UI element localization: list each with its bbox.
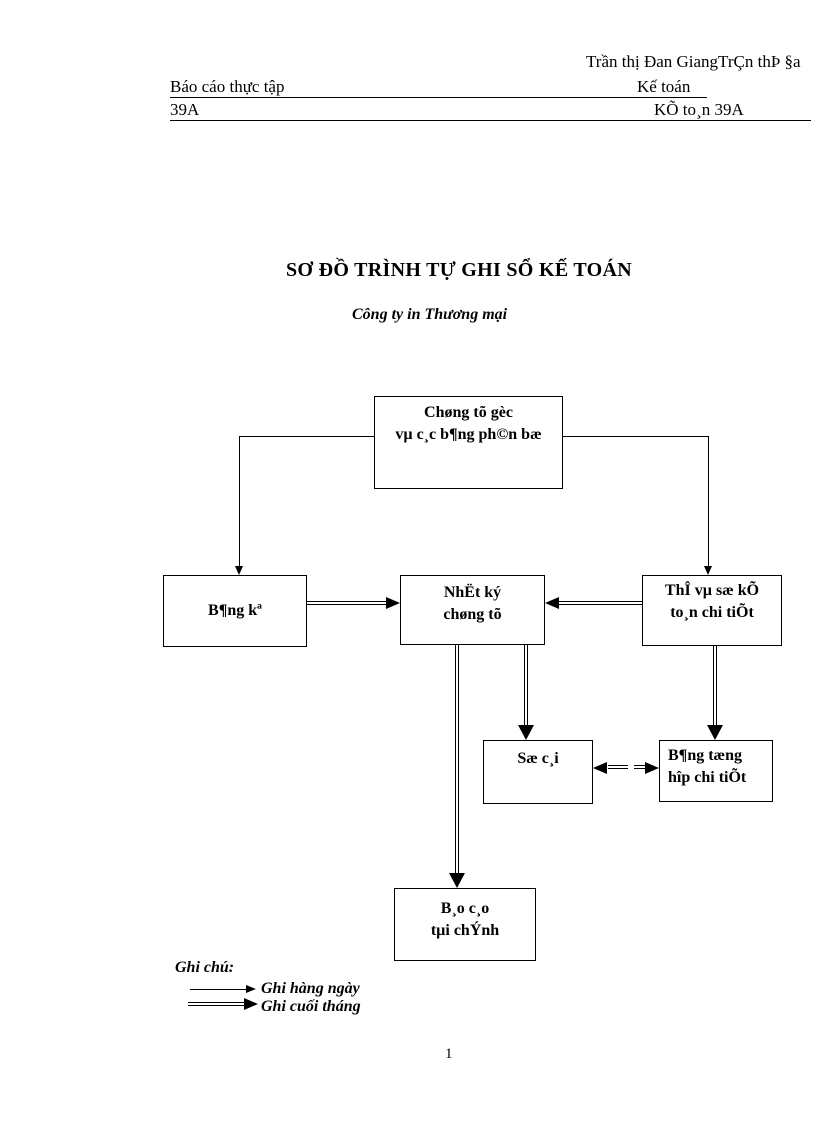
header-rule-row-1: Báo cáo thực tập Kế toán <box>170 77 707 98</box>
box-bang-ke-line1: B¶ng kª <box>208 602 262 619</box>
connector-bangke-nhatky <box>307 601 386 605</box>
legend-monthly-arrowhead <box>244 998 258 1010</box>
header-class-right-label: KÕ to¸n 39A <box>654 100 744 119</box>
connector-socai-bangtonghop-seg1 <box>608 765 628 769</box>
box-chung-tu-goc-line1: Chøng tõ gèc <box>424 404 513 421</box>
header-subject-label: Kế toán <box>637 77 691 96</box>
legend-monthly-label: Ghi cuối tháng <box>261 998 361 1015</box>
box-bang-ke: B¶ng kª <box>163 575 307 647</box>
arrowhead-into-so-cai <box>518 725 534 740</box>
box-chung-tu-goc: Chøng tõ gèc vµ c¸c b¶ng ph©n bæ <box>374 396 563 489</box>
box-bao-cao-tai-chinh: B¸o c¸o tµi chÝnh <box>394 888 536 961</box>
arrowhead-into-the-so <box>704 566 712 575</box>
legend-daily-arrowhead <box>246 985 256 993</box>
box-bang-tong-hop-line2: hîp chi tiÕt <box>668 769 747 786</box>
legend-monthly-line <box>188 1002 245 1006</box>
box-nhat-ky-line1: NhËt ký <box>443 584 502 601</box>
connector-chungtu-bangke-vertical <box>239 436 240 566</box>
arrowhead-into-bang-tong-hop <box>707 725 723 740</box>
arrowhead-into-bang-ke <box>235 566 243 575</box>
header-author-line: Trần thị Đan GiangTrÇn thÞ §a <box>586 52 801 71</box>
box-so-cai-line1: Sæ c¸i <box>517 750 559 767</box>
box-the-so-ke-toan: ThÎ vµ sæ kÕ to¸n chi tiÕt <box>642 575 782 646</box>
connector-chungtu-bangke-horizontal <box>239 436 374 437</box>
header-class-label: 39A <box>170 100 200 119</box>
arrowhead-into-nhatky-right <box>545 597 559 609</box>
connector-nhatky-baocao <box>455 645 459 873</box>
arrowhead-into-so-cai-right <box>593 762 607 774</box>
page-title: SƠ ĐỒ TRÌNH TỰ GHI SỔ KẾ TOÁN <box>286 259 633 281</box>
header-report-label: Báo cáo thực tập <box>170 77 285 96</box>
connector-theso-bangtonghop <box>713 646 717 725</box>
connector-chungtu-theso-vertical <box>708 436 709 566</box>
box-the-so-line2: to¸n chi tiÕt <box>670 604 754 621</box>
header-rule-row-2: 39A KÕ to¸n 39A <box>170 100 811 121</box>
box-nhat-ky-chung-tu: NhËt ký chøng tõ <box>400 575 545 645</box>
page-number: 1 <box>445 1046 453 1062</box>
box-so-cai: Sæ c¸i <box>483 740 593 804</box>
box-nhat-ky-line2: chøng tõ <box>443 606 502 623</box>
box-bang-tong-hop-chi-tiet: B¶ng tæng hîp chi tiÕt <box>659 740 773 802</box>
connector-socai-bangtonghop-seg2 <box>634 765 647 769</box>
arrowhead-into-nhatky-left <box>386 597 400 609</box>
legend-title: Ghi chú: <box>175 959 235 976</box>
box-the-so-line1: ThÎ vµ sæ kÕ <box>664 582 760 599</box>
box-bao-cao-line2: tµi chÝnh <box>430 922 500 939</box>
box-chung-tu-goc-line2: vµ c¸c b¶ng ph©n bæ <box>395 426 542 443</box>
legend-daily-label: Ghi hàng ngày <box>261 980 360 997</box>
page-subtitle: Công ty in Thương mại <box>352 306 508 323</box>
box-bao-cao-line1: B¸o c¸o <box>440 900 490 917</box>
box-bang-tong-hop-line1: B¶ng tæng <box>668 747 742 764</box>
arrowhead-into-bang-tong-hop-left <box>645 762 659 774</box>
legend-daily-line <box>190 989 247 990</box>
arrowhead-into-bao-cao <box>449 873 465 888</box>
connector-nhatky-socai <box>524 645 528 725</box>
connector-theso-nhatky <box>559 601 642 605</box>
connector-chungtu-theso-horizontal <box>562 436 708 437</box>
